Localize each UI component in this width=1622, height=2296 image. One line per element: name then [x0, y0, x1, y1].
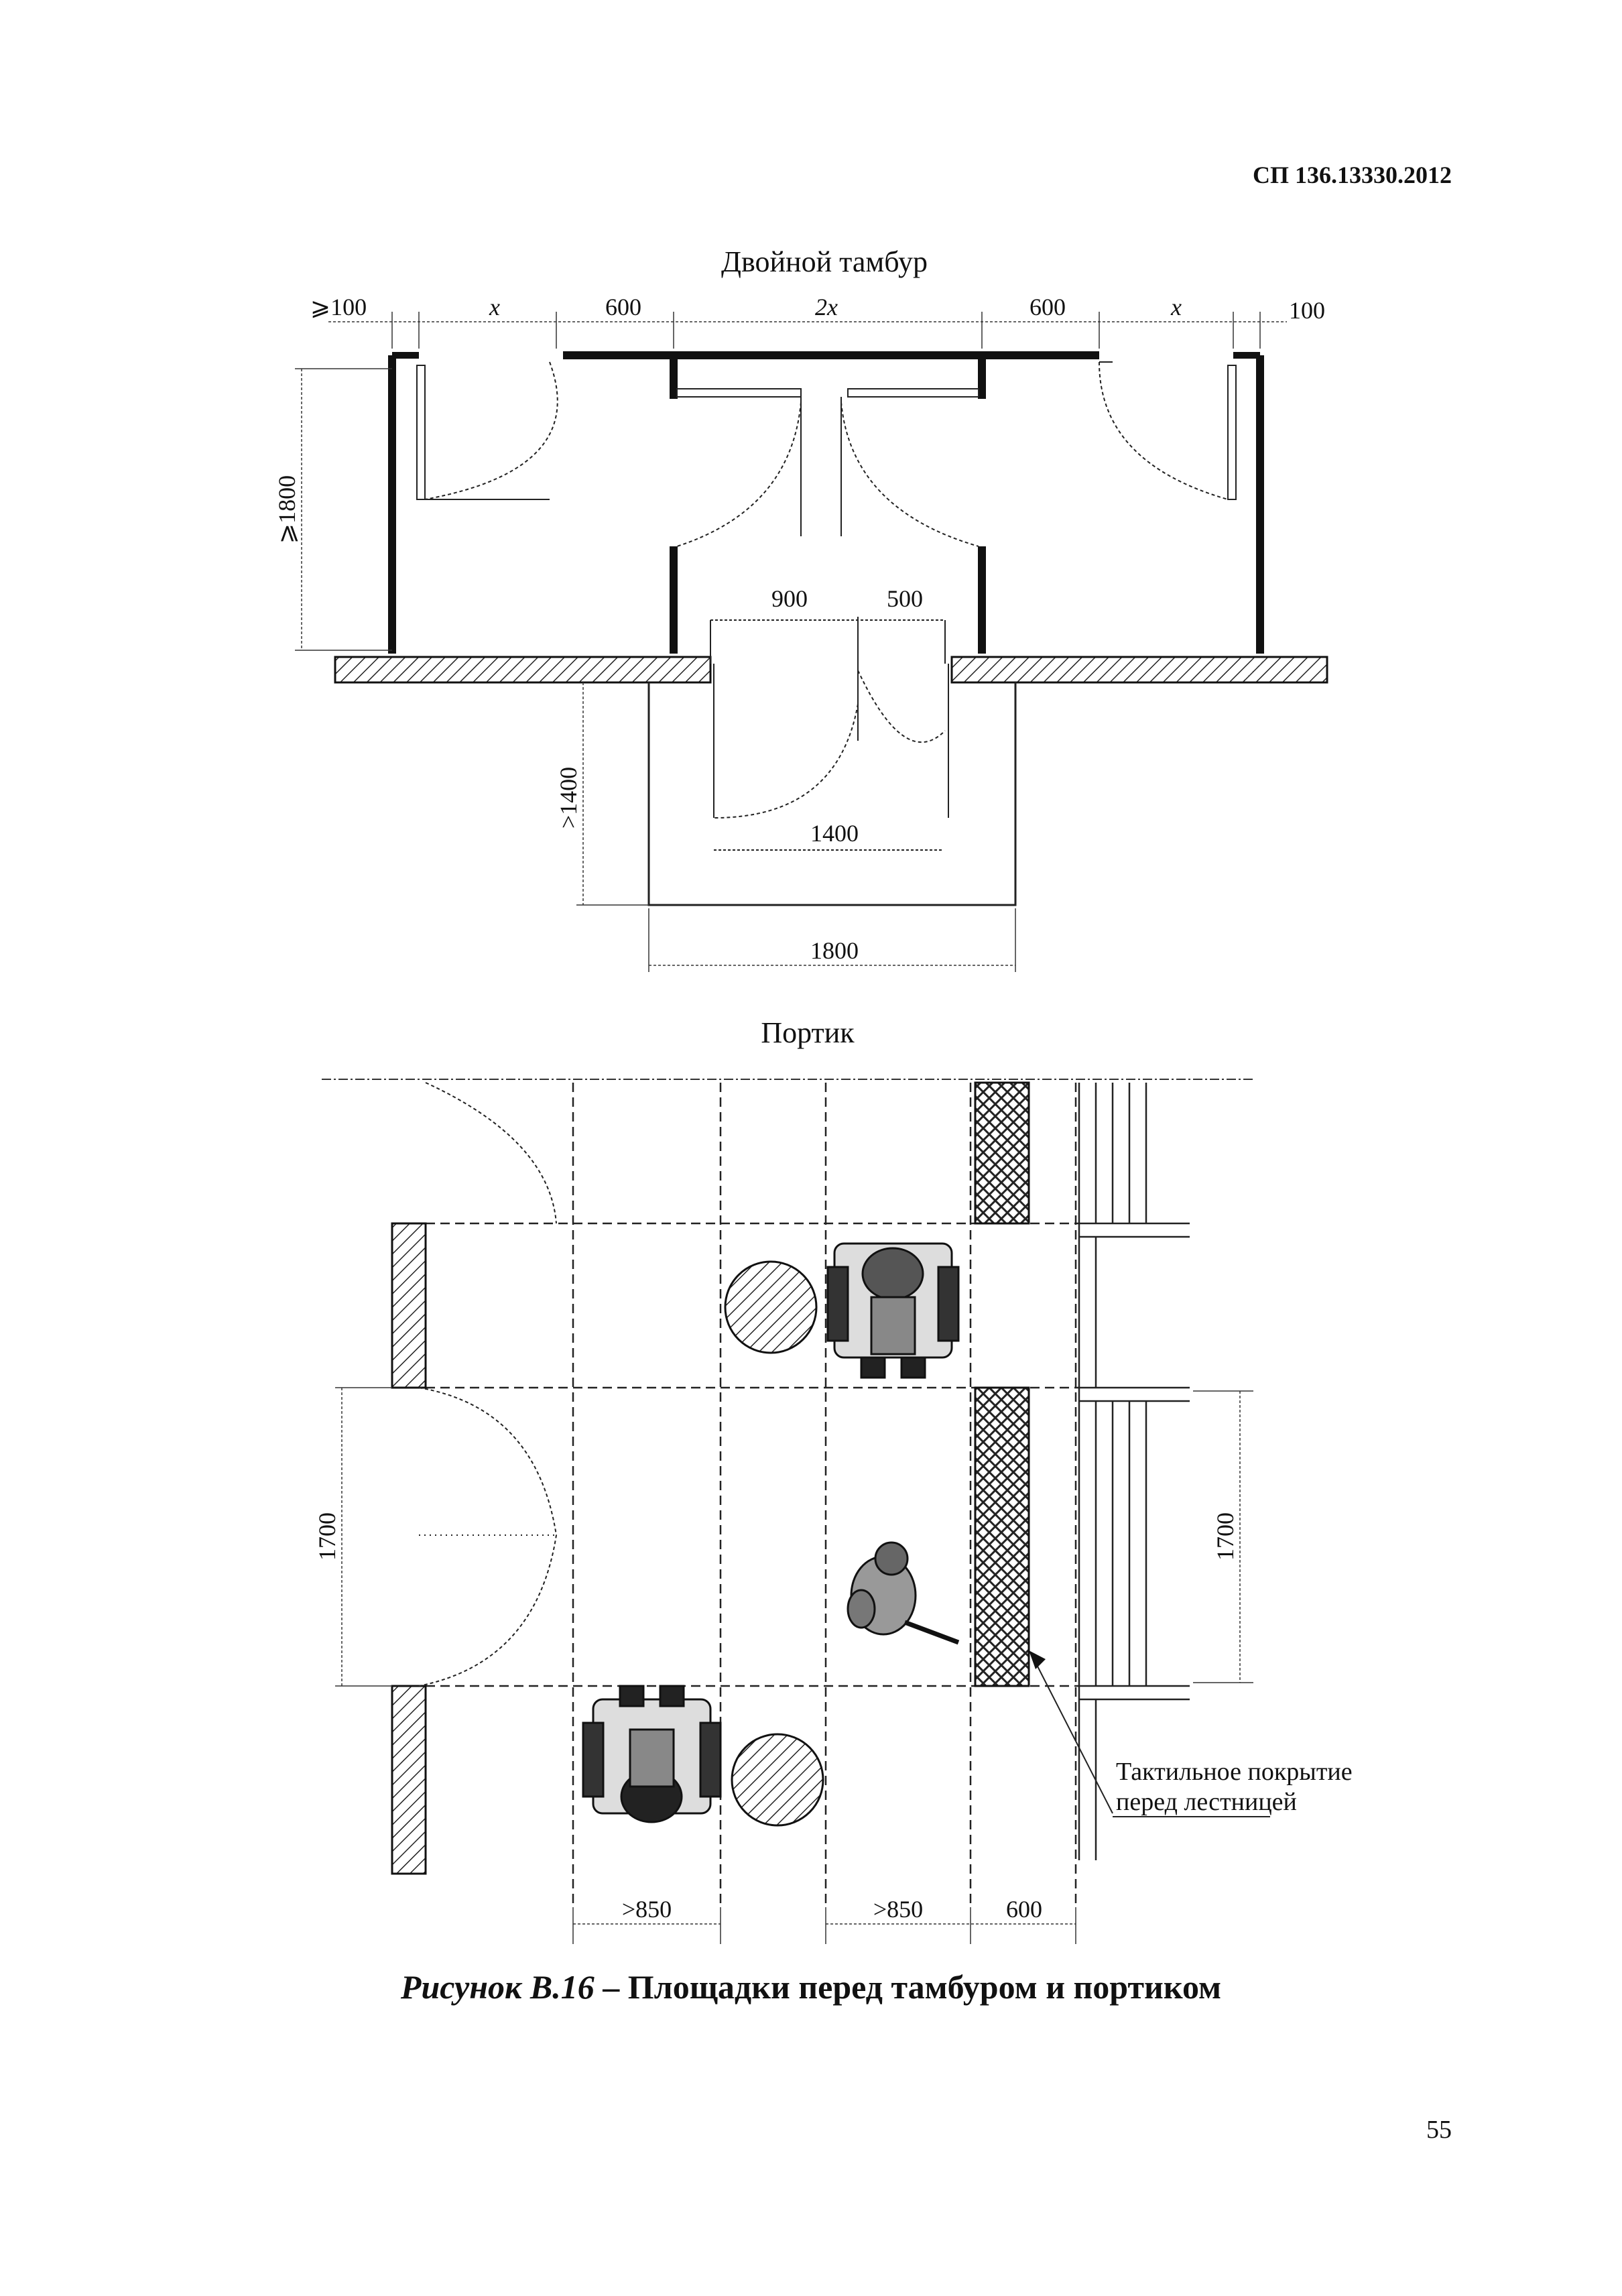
portico-wall-lower [391, 1685, 427, 1875]
tactile-callout-leader [1032, 1655, 1113, 1814]
bottom-figure: Портик 1700 [314, 1016, 1353, 1944]
portico-wall-upper [391, 1222, 427, 1389]
portico-doors [418, 1082, 558, 1687]
bottom-dimension-lines [572, 1907, 1076, 1944]
dim-x-left: x [489, 294, 500, 320]
vestibule-walls [388, 351, 1264, 654]
tactile-note-line1: Тактильное покрытие [1116, 1758, 1353, 1786]
caption-dash: – [594, 1968, 628, 2006]
dim-850-a: >850 [622, 1896, 672, 1923]
dim-x-right: x [1170, 294, 1182, 320]
dim-600-right: 600 [1030, 294, 1066, 320]
dim-left-edge: ⩾100 [310, 294, 367, 320]
dim-height-line [295, 368, 392, 651]
figure-caption: Рисунок В.16 – Площадки перед тамбуром и… [0, 1968, 1622, 2006]
dim-1800: 1800 [810, 937, 859, 964]
wheelchair-user-upper-icon [826, 1242, 960, 1379]
dim-right-1700: 1700 [1212, 1512, 1239, 1561]
wall-right-hatched [950, 656, 1328, 684]
tactile-note-line2: перед лестницей [1116, 1788, 1297, 1816]
dim-height: ⩾1800 [273, 475, 300, 544]
side-doors [416, 361, 1237, 500]
landing-outline [647, 682, 1017, 906]
caption-text: Площадки перед тамбуром и портиком [627, 1968, 1222, 2006]
dim-600-bottom: 600 [1006, 1896, 1042, 1923]
document-code: СП 136.13330.2012 [1253, 162, 1452, 188]
dim-900: 900 [771, 585, 808, 612]
dim-right-edge: 100 [1289, 297, 1325, 324]
wheelchair-user-lower-icon [582, 1685, 722, 1823]
top-figure-title: Двойной тамбур [721, 245, 928, 278]
dim-right-1700-line [1193, 1390, 1253, 1683]
wall-left-hatched [334, 656, 712, 684]
top-figure: Двойной тамбур ⩾100 x 600 2x 600 x 100 [273, 245, 1328, 972]
column-upper [724, 1260, 818, 1354]
inner-doors [676, 388, 979, 547]
visually-impaired-pedestrian-icon [847, 1541, 960, 1645]
page-number: 55 [1426, 2116, 1452, 2144]
dim-left-1700: 1700 [314, 1512, 340, 1561]
tactile-strip-upper [974, 1081, 1030, 1225]
bottom-figure-title: Портик [761, 1016, 855, 1049]
dim-600-left: 600 [605, 294, 641, 320]
dim-left-1700-line [335, 1387, 392, 1687]
dim-2x: 2x [815, 294, 838, 320]
dim-1400-vertical: >1400 [555, 767, 582, 829]
entrance-door [710, 617, 949, 851]
column-lower [731, 1733, 824, 1827]
stairs [1078, 1083, 1190, 1860]
dim-1400-horizontal: 1400 [810, 820, 859, 847]
top-dimension-chain [328, 312, 1287, 349]
dim-landing-lines [576, 682, 1016, 972]
tactile-strip-lower [974, 1386, 1030, 1687]
dim-850-b: >850 [873, 1896, 923, 1923]
figure-label: Рисунок В.16 [400, 1968, 595, 2006]
dim-500: 500 [887, 585, 923, 612]
